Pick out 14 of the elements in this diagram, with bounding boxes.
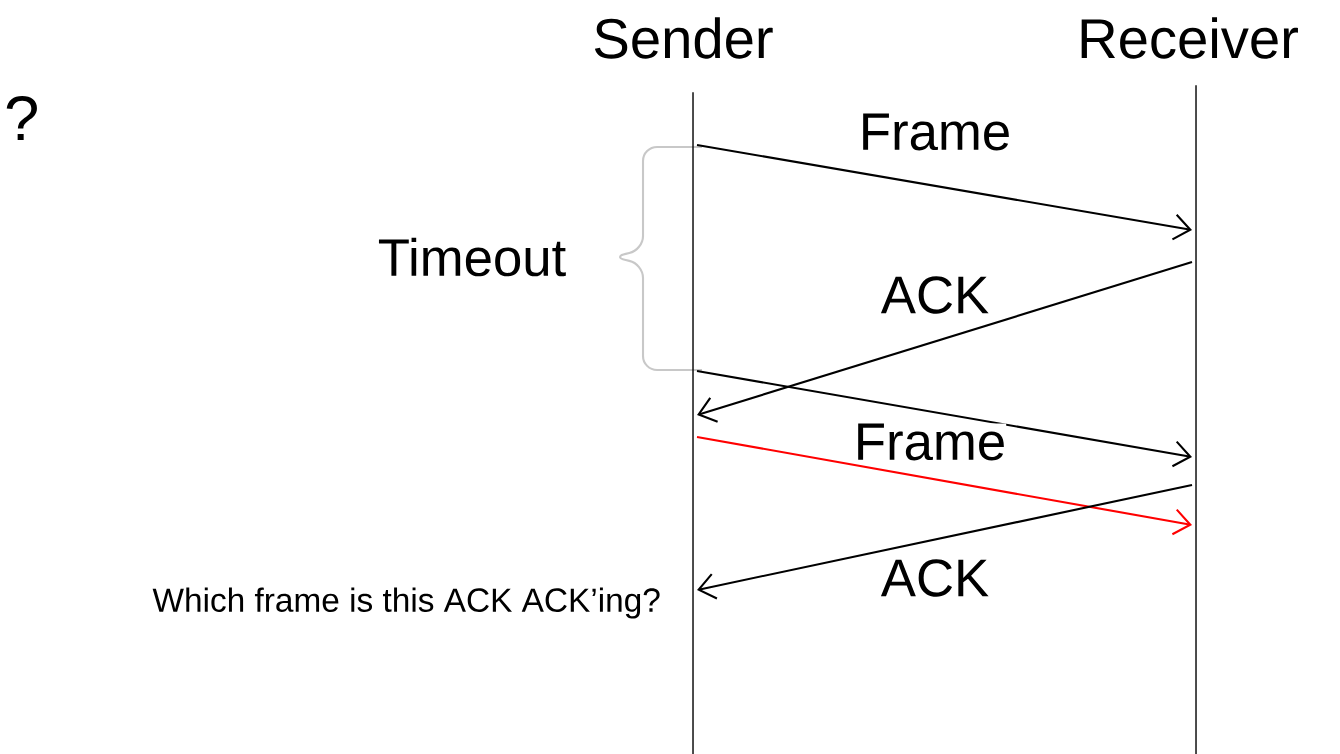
participant-label: Receiver	[1081, 17, 1298, 59]
arrow	[696, 435, 1192, 536]
arrow	[697, 483, 1193, 600]
timeout-label: Timeout	[378, 237, 566, 277]
arrow	[696, 143, 1192, 241]
edge-label: ACK	[880, 559, 990, 597]
question-text: Which frame is this ACK ACK’ing?	[152, 587, 660, 619]
edge-label: ACK	[880, 276, 990, 314]
edge-label: Frame	[853, 423, 1007, 461]
heading-fragment: ?	[6, 95, 37, 141]
arrow	[696, 369, 1192, 468]
participant-label: Sender	[594, 17, 773, 59]
arrow	[697, 261, 1193, 423]
edge-label: Frame	[858, 113, 1012, 151]
